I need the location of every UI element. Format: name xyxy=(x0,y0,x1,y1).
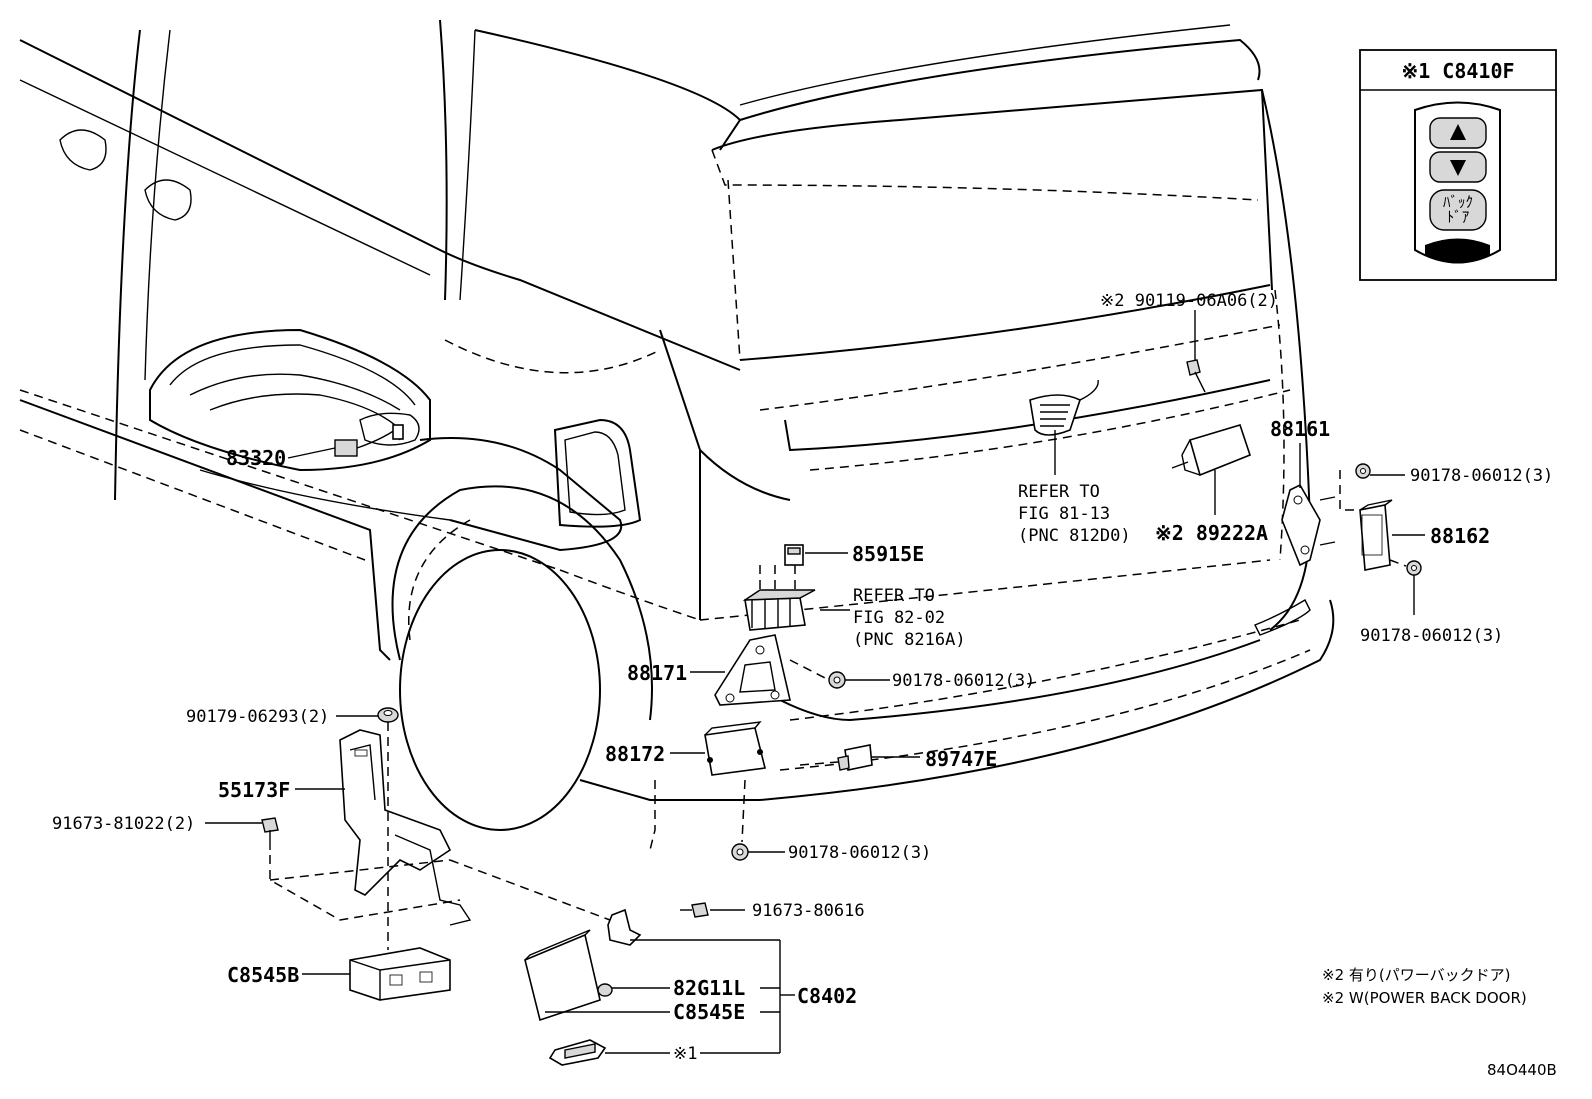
note-japanese: ※2 有り(パワーバックドア) xyxy=(1322,966,1510,984)
label-C8402: C8402 xyxy=(797,984,857,1008)
part-C8545B-icon xyxy=(349,947,451,1001)
label-C8545B: C8545B xyxy=(227,963,299,987)
part-55173F-icon xyxy=(339,729,472,926)
part-88171-icon xyxy=(714,634,791,706)
label-90178-a: 90178-06012(3) xyxy=(892,671,1035,691)
part-89222A-icon xyxy=(1171,424,1251,477)
refer-fig82-line1: REFER TO xyxy=(853,586,935,606)
refer-fig82-line3: (PNC 8216A) xyxy=(853,630,966,650)
refer-fig81-line3: (PNC 812D0) xyxy=(1018,526,1131,546)
label-90179: 90179-06293(2) xyxy=(186,707,329,727)
part-89747E-icon xyxy=(799,744,873,771)
label-91673-81022: 91673-81022(2) xyxy=(52,814,195,834)
label-90178-d: 90178-06012(3) xyxy=(1360,626,1503,646)
label-85915E: 85915E xyxy=(852,542,924,566)
label-89222A: ※2 89222A xyxy=(1155,521,1268,545)
note-english: ※2 W(POWER BACK DOOR) xyxy=(1322,989,1527,1007)
label-91673-80616: 91673-80616 xyxy=(752,901,865,921)
bracket-leader-dashes xyxy=(269,722,656,950)
inset-title: ※1 C8410F xyxy=(1401,59,1514,83)
label-88172: 88172 xyxy=(605,742,665,766)
part-88162-icon xyxy=(1359,499,1393,571)
label-89747E: 89747E xyxy=(925,747,997,771)
label-88162: 88162 xyxy=(1430,524,1490,548)
label-90119: ※2 90119-06A06(2) xyxy=(1100,291,1278,311)
label-82G11L: 82G11L xyxy=(673,976,745,1000)
part-90178-nut-d-icon xyxy=(1389,559,1422,576)
part-91673-81022-icon xyxy=(261,817,279,850)
c8402-group-bracket xyxy=(630,939,795,1054)
inset-box: ※1 C8410F ﾊﾞｯｸ ﾄﾞｱ xyxy=(1359,49,1557,281)
part-8216A-icon xyxy=(742,565,816,631)
part-91673-80616-icon xyxy=(680,902,709,918)
footnotes: ※2 有り(パワーバックドア) ※2 W(POWER BACK DOOR) 84… xyxy=(1322,966,1557,1079)
part-88172-icon xyxy=(704,721,766,776)
label-88171: 88171 xyxy=(627,661,687,685)
part-90178-nut-b-icon xyxy=(1339,463,1371,511)
fuel-tank-sketch xyxy=(149,328,623,552)
part-83320-icon xyxy=(334,424,404,457)
vehicle-body-outline xyxy=(19,19,1335,831)
label-55173F: 55173F xyxy=(218,778,290,802)
key-button-text-2: ﾄﾞｱ xyxy=(1447,208,1470,226)
leader-lines xyxy=(205,310,1425,1054)
part-90179-icon xyxy=(377,707,399,723)
part-90119-icon xyxy=(1186,359,1206,393)
label-90178-c: 90178-06012(3) xyxy=(788,843,931,863)
part-90178-nut-c-icon xyxy=(731,779,749,861)
refer-fig82-line2: FIG 82-02 xyxy=(853,608,945,628)
label-88161: 88161 xyxy=(1270,417,1330,441)
refer-fig81-line2: FIG 81-13 xyxy=(1018,504,1110,524)
part-C8402-icon xyxy=(524,908,642,1066)
label-C8545E: C8545E xyxy=(673,1000,745,1024)
label-90178-b: 90178-06012(3) xyxy=(1410,466,1553,486)
label-83320: 83320 xyxy=(226,446,286,470)
part-90178-nut-a-icon xyxy=(789,659,846,689)
part-85915E-icon xyxy=(784,544,804,566)
part-812D0-icon xyxy=(1029,379,1099,436)
diagram-code: 84O440B xyxy=(1487,1061,1557,1079)
part-labels: 83320 85915E REFER TO FIG 82-02 (PNC 821… xyxy=(52,291,1553,1064)
remote-key-icon: ﾊﾞｯｸ ﾄﾞｱ xyxy=(1414,101,1501,264)
label-x1: ※1 xyxy=(673,1044,697,1064)
refer-fig81-line1: REFER TO xyxy=(1018,482,1100,502)
key-button-text-1: ﾊﾞｯｸ xyxy=(1443,193,1473,211)
